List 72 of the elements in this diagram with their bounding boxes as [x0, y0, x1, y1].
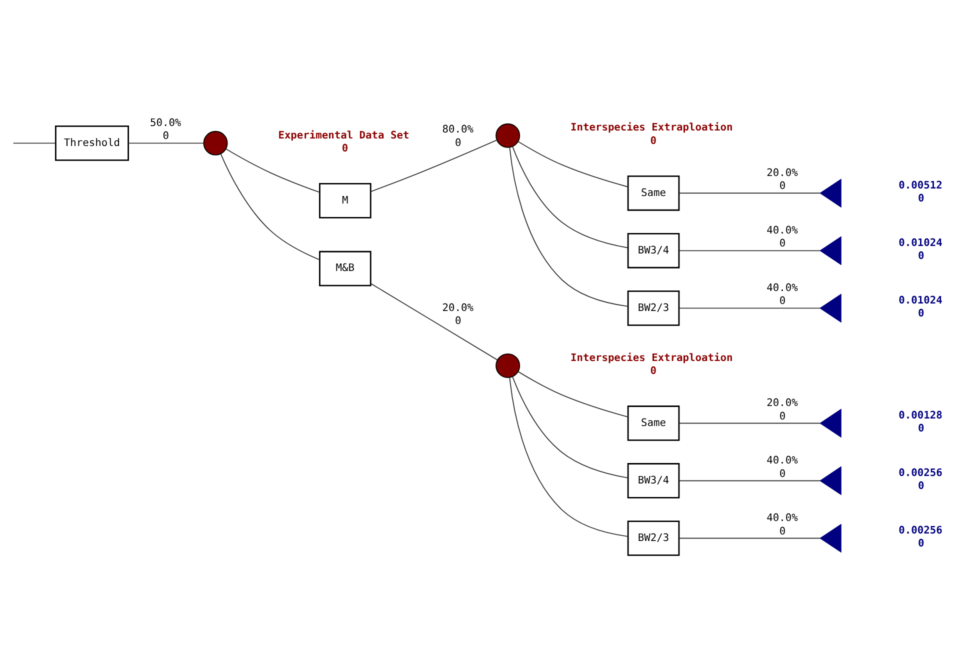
connector [509, 146, 628, 306]
connector [512, 376, 628, 478]
connector [678, 537, 821, 538]
node-label: Interspecies Extraploation [570, 121, 733, 134]
connector [512, 146, 628, 248]
node-label: 80.0% [442, 123, 474, 136]
node-box: Same [627, 405, 680, 440]
node-circle [496, 352, 520, 378]
node-label: 0 [918, 422, 924, 434]
connector [678, 480, 821, 481]
node-label: 0.00256 [898, 524, 942, 536]
connector [226, 148, 320, 192]
node-label: 0 [918, 306, 924, 319]
node-box: M [319, 182, 372, 218]
node-box: Threshold [55, 125, 129, 160]
node-label: 40.0% [766, 282, 798, 294]
node-label: 40.0% [766, 454, 798, 466]
node-label: Interspecies Extraploation [570, 351, 733, 364]
node-triangle [820, 466, 842, 495]
node-label: 0 [779, 410, 786, 422]
connector [518, 140, 628, 187]
node-box: Same [627, 174, 680, 210]
node-label: 20.0% [766, 396, 798, 409]
node-label: 0 [650, 364, 656, 376]
node-triangle [820, 523, 842, 552]
node-label: 0 [779, 237, 786, 250]
node-label: 0 [918, 480, 924, 492]
node-label: 0 [918, 249, 924, 262]
node-label: 0 [779, 524, 786, 537]
connector [370, 282, 498, 360]
connector [370, 139, 498, 192]
node-label: 0.01024 [898, 236, 942, 248]
connector [12, 142, 56, 144]
node-label: 0.00512 [898, 178, 942, 191]
node-label: 20.0% [766, 166, 798, 178]
node-label: 50.0% [150, 116, 182, 129]
node-label: 0.01024 [898, 294, 942, 306]
node-label: 0 [455, 314, 462, 327]
node-label: 0 [918, 192, 924, 204]
node-label: 0.00256 [898, 466, 942, 478]
connector [678, 422, 821, 424]
node-circle [203, 130, 228, 155]
node-label: 0 [779, 294, 786, 307]
node-label: 0 [342, 142, 348, 154]
node-label: 0 [918, 537, 924, 550]
connector [220, 152, 320, 260]
node-label: 0 [455, 136, 462, 148]
node-label: Experimental Data Set [278, 128, 410, 141]
node-triangle [820, 236, 842, 265]
node-label: 0 [779, 467, 786, 480]
node-label: 20.0% [442, 301, 474, 314]
connector [678, 250, 821, 251]
connector [678, 192, 821, 194]
node-triangle [820, 408, 842, 438]
node-label: 40.0% [766, 224, 798, 236]
node-box: M&B [319, 250, 372, 286]
node-label: 0 [162, 130, 169, 142]
node-label: 0.00128 [898, 408, 942, 421]
node-circle [496, 122, 520, 148]
node-label: 40.0% [766, 512, 798, 524]
node-box: BW2/3 [627, 520, 680, 556]
connector [509, 376, 628, 536]
node-box: BW3/4 [627, 232, 680, 268]
node-label: 0 [650, 134, 656, 146]
node-triangle [820, 293, 842, 322]
connector [128, 142, 204, 144]
node-box: BW3/4 [627, 462, 680, 498]
node-box: BW2/3 [627, 290, 680, 326]
node-label: 0 [779, 180, 786, 192]
connector [518, 370, 628, 417]
connector [678, 307, 821, 308]
node-triangle [820, 178, 842, 208]
